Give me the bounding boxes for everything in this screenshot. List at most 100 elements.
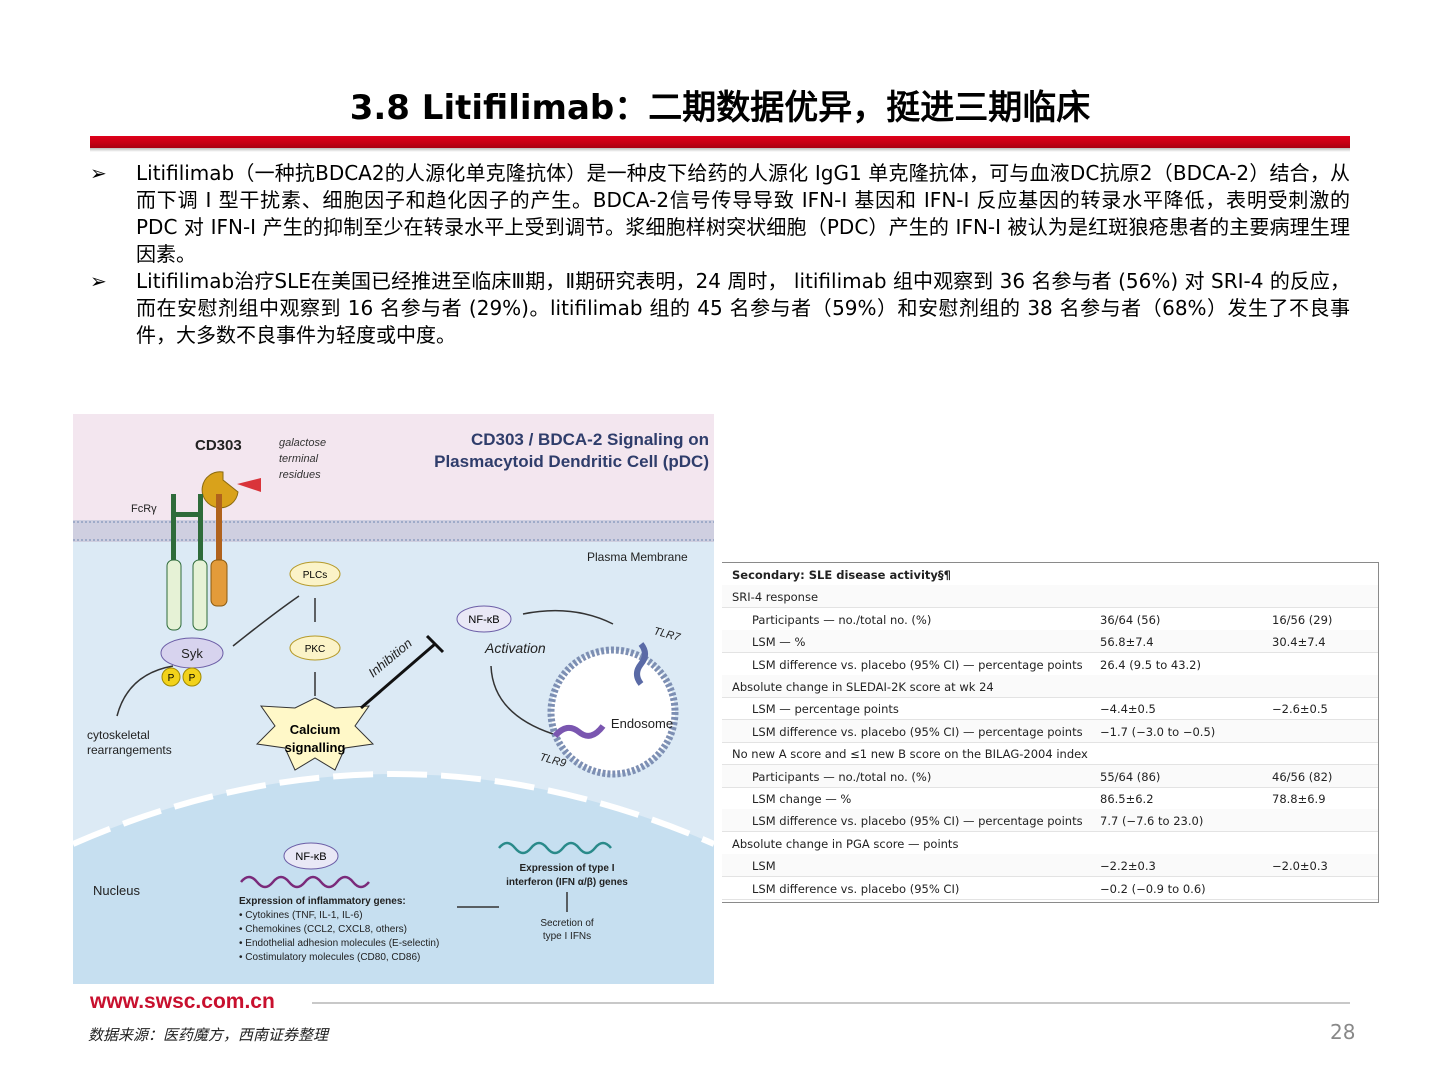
activation-label: Activation <box>484 640 546 656</box>
expression-label-1: Expression of type I <box>519 863 614 874</box>
pkc-label: PKC <box>305 644 326 655</box>
results-table: Secondary: SLE disease activity§¶ SRI-4 r… <box>722 562 1379 903</box>
syk-to-plcs-arrow <box>232 595 300 647</box>
dna-helix-right <box>498 841 612 855</box>
syk-label: Syk <box>181 646 203 661</box>
table-row-label: No new A score and ≤1 new B score on the… <box>732 747 1088 762</box>
table-cell-placebo: −2.0±0.3 <box>1272 859 1328 874</box>
plcs-label: PLCs <box>303 570 327 581</box>
table-row: Participants — no./total no. (%) 36/64 (5… <box>722 608 1378 631</box>
table-row-label: Absolute change in SLEDAI-2K score at wk… <box>732 680 994 694</box>
phospho-node-2 <box>182 667 202 687</box>
inflammatory-title: Expression of inflammatory genes: <box>239 896 406 907</box>
table-row-label: LSM difference vs. placebo (95% CI) <box>752 881 960 896</box>
plcs-node <box>289 561 341 587</box>
syk-to-cytoskeleton-arrow <box>116 665 174 717</box>
table-cell-litifilimab: 7.7 (−7.6 to 23.0) <box>1100 814 1204 829</box>
phospho-label-2: P <box>189 673 196 684</box>
table-cell-placebo: 46/56 (82) <box>1272 769 1333 784</box>
cd303-label: CD303 <box>195 437 242 454</box>
pkc-node <box>289 635 341 661</box>
table-row: Secondary: SLE disease activity§¶ <box>722 563 1378 586</box>
table-row-label: LSM difference vs. placebo (95% CI) — pe… <box>752 724 1083 739</box>
secretion-label-2: type I IFNs <box>543 931 591 942</box>
bullet-list: ➢ Litifilimab（一种抗BDCA2的人源化单克隆抗体）是一种皮下给药的… <box>88 160 1350 349</box>
activation-loop-arrow <box>490 665 554 735</box>
inhibition-line <box>360 642 436 710</box>
expression-label-2: interferon (IFN α/β) genes <box>506 877 628 888</box>
table-row: SRI-4 response <box>722 585 1378 609</box>
footer-divider <box>312 1002 1350 1004</box>
bullet-text: Litifilimab治疗SLE在美国已经推进至临床Ⅲ期，Ⅱ期研究表明，24 周… <box>136 269 1350 347</box>
nfkb-nucleus-label: NF-κB <box>295 851 326 863</box>
table-cell-litifilimab: 55/64 (86) <box>1100 769 1161 784</box>
endosome-label: Endosome <box>611 716 673 731</box>
dna-helix-left <box>240 875 370 889</box>
bullet-item-1: ➢ Litifilimab（一种抗BDCA2的人源化单克隆抗体）是一种皮下给药的… <box>88 160 1350 268</box>
table-cell-litifilimab: −0.2 (−0.9 to 0.6) <box>1100 881 1206 896</box>
table-row: LSM −2.2±0.3 −2.0±0.3 <box>722 854 1378 878</box>
calcium-burst-shape <box>255 697 375 771</box>
table-row-label: Participants — no./total no. (%) <box>752 769 932 784</box>
nfkb-node <box>456 605 512 633</box>
cd303-stalk <box>216 494 222 574</box>
fcry-tail-right <box>192 559 208 631</box>
fcry-bridge <box>171 512 203 517</box>
bullet-text: Litifilimab（一种抗BDCA2的人源化单克隆抗体）是一种皮下给药的人源… <box>136 161 1350 266</box>
table-cell-litifilimab: −1.7 (−3.0 to −0.5) <box>1100 724 1216 739</box>
bullet-arrow-icon: ➢ <box>90 161 107 185</box>
lectin-domain-shape <box>201 471 239 509</box>
galactose-label-3: residues <box>279 469 321 481</box>
table-cell-litifilimab: 56.8±7.4 <box>1100 635 1154 650</box>
figure-title-line1: CD303 / BDCA-2 Signaling on <box>471 430 709 449</box>
table-cell-placebo: 30.4±7.4 <box>1272 635 1326 650</box>
inflammatory-item-1: • Cytokines (TNF, IL-1, IL-6) <box>239 910 363 921</box>
table-row-label: LSM difference vs. placebo (95% CI) — pe… <box>752 657 1083 672</box>
plasma-membrane-label: Plasma Membrane <box>587 550 688 564</box>
table-row: LSM difference vs. placebo (95% CI) — pe… <box>722 719 1378 743</box>
fcry-chain-left <box>171 494 176 564</box>
cytoskeletal-label-1: cytoskeletal <box>87 728 150 742</box>
data-source-note: 数据来源：医药魔方，西南证券整理 <box>88 1026 329 1044</box>
table-row-label: Participants — no./total no. (%) <box>752 612 932 627</box>
table-row: LSM difference vs. placebo (95% CI) — pe… <box>722 653 1378 676</box>
nfkb-label: NF-κB <box>468 614 499 626</box>
table-cell-placebo: −2.6±0.5 <box>1272 702 1328 717</box>
galactose-label-1: galactose <box>279 437 326 449</box>
figure-title-line2: Plasmacytoid Dendritic Cell (pDC) <box>434 452 709 471</box>
signaling-diagram: CD303 / BDCA-2 Signaling on Plasmacytoid… <box>73 414 714 984</box>
table-row: Absolute change in SLEDAI-2K score at wk… <box>722 675 1378 698</box>
table-cell-litifilimab: −2.2±0.3 <box>1100 859 1156 874</box>
inflammatory-item-4: • Costimulatory molecules (CD80, CD86) <box>239 952 420 963</box>
inflammatory-item-3: • Endothelial adhesion molecules (E-sele… <box>239 938 439 949</box>
table-row: LSM difference vs. placebo (95% CI) — pe… <box>722 809 1378 833</box>
table-cell-placebo: 16/56 (29) <box>1272 612 1333 627</box>
cytoskeletal-label-2: rearrangements <box>87 743 172 757</box>
secretion-label-1: Secretion of <box>540 918 594 929</box>
table-cell-litifilimab: 26.4 (9.5 to 43.2) <box>1100 657 1201 672</box>
title-underline-bar <box>90 136 1350 148</box>
table-cell-litifilimab: 36/64 (56) <box>1100 612 1161 627</box>
nucleus-label: Nucleus <box>93 883 140 898</box>
phospho-label-1: P <box>168 673 175 684</box>
page-title: 3.8 Litifilimab：二期数据优异，挺进三期临床 <box>349 88 1091 128</box>
table-row-label: LSM difference vs. placebo (95% CI) — pe… <box>752 814 1083 829</box>
endosome-shape <box>547 646 679 778</box>
table-row-label: Absolute change in PGA score — points <box>732 836 959 851</box>
table-row-label: SRI-4 response <box>732 590 819 605</box>
calcium-label-2: signalling <box>285 740 346 755</box>
table-row-label: LSM <box>752 859 776 874</box>
table-row: LSM — percentage points−4.4±0.5−2.6±0.5 <box>722 697 1378 721</box>
table-row-label: LSM change — % <box>752 792 852 806</box>
tlr7-shape <box>634 642 648 686</box>
galactose-ligand-shape <box>237 478 261 492</box>
bullet-item-2: ➢ Litifilimab治疗SLE在美国已经推进至临床Ⅲ期，Ⅱ期研究表明，24… <box>88 268 1350 349</box>
inhibition-bar <box>425 634 445 654</box>
page-number: 28 <box>1330 1020 1356 1044</box>
table-row-label: Secondary: SLE disease activity§¶ <box>732 568 951 582</box>
title-underline-shadow <box>90 148 1350 152</box>
footer-url: www.swsc.com.cn <box>90 990 275 1013</box>
inflammatory-item-2: • Chemokines (CCL2, CXCL8, others) <box>239 924 407 935</box>
